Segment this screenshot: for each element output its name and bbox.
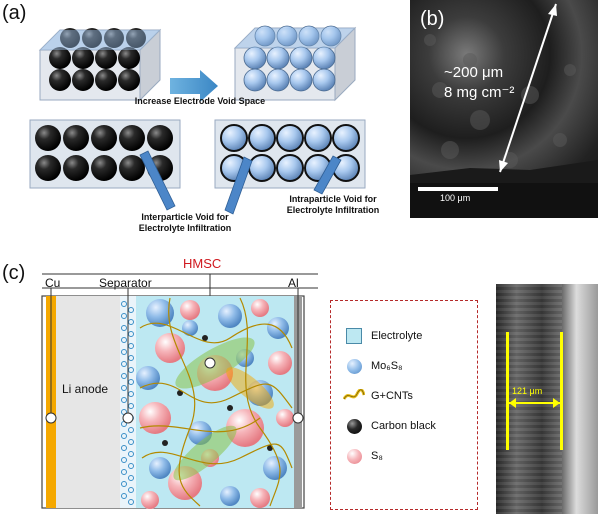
separator-label: Separator xyxy=(99,276,152,290)
dense-electrode-cross-section xyxy=(29,119,181,189)
li-anode-label: Li anode xyxy=(62,382,109,396)
porous-electrode-cross-section xyxy=(214,119,366,189)
legend-box: Electrolyte Mo₆S₈ G+CNTs Carbon black S₈ xyxy=(330,300,478,510)
hmsc-label: HMSC xyxy=(183,256,222,271)
legend-s8: S₈ xyxy=(343,441,477,471)
increase-void-caption: Increase Electrode Void Space xyxy=(134,96,266,106)
al-label: Al xyxy=(288,276,299,290)
scale-bar-label: 100 μm xyxy=(440,193,471,203)
thickness-bar-right xyxy=(560,332,563,450)
legend-mo6s8-label: Mo₆S₈ xyxy=(371,360,403,372)
sem-cross-section-c: 121 μm xyxy=(496,284,598,514)
legend-electrolyte-label: Electrolyte xyxy=(371,330,423,342)
legend-gcnt-label: G+CNTs xyxy=(371,390,413,402)
thickness-annotation: ~200 μm xyxy=(444,64,504,81)
arrow-head-left xyxy=(509,398,516,408)
loading-annotation: 8 mg cm⁻² xyxy=(444,84,515,101)
legend-carbon-black: Carbon black xyxy=(343,411,477,441)
intraparticle-caption: Intraparticle Void for Electrolyte Infil… xyxy=(286,194,380,215)
legend-electrolyte: Electrolyte xyxy=(343,321,477,351)
dense-electrode-box xyxy=(38,28,162,102)
panel-a-schematic xyxy=(29,25,366,215)
thickness-label: 121 μm xyxy=(512,386,543,396)
mo6s8-swatch xyxy=(346,358,362,374)
increase-void-arrow xyxy=(170,70,218,102)
carbon-black-swatch xyxy=(346,418,362,434)
porous-electrode-box xyxy=(233,25,357,102)
legend-mo6s8: Mo₆S₈ xyxy=(343,351,477,381)
thickness-arrow-line xyxy=(509,402,560,404)
arrow-head-right xyxy=(553,398,560,408)
panel-b-label: (b) xyxy=(420,8,445,30)
panel-a-label: (a) xyxy=(2,2,27,24)
legend-carbon-black-label: Carbon black xyxy=(371,420,436,432)
cu-label: Cu xyxy=(45,276,61,290)
li-anode xyxy=(56,296,120,508)
interparticle-caption: Interparticle Void for Electrolyte Infil… xyxy=(138,212,232,233)
thickness-bar-left xyxy=(506,332,509,450)
panel-c-label: (c) xyxy=(2,262,26,284)
sem-image-b: (b) ~200 μm 8 mg cm⁻² 100 μm xyxy=(410,0,598,218)
sem-edge xyxy=(562,284,598,514)
legend-s8-label: S₈ xyxy=(371,450,383,462)
electrolyte-swatch xyxy=(346,328,362,344)
cell-schematic xyxy=(41,273,318,509)
s8-swatch xyxy=(346,448,362,464)
gcnt-swatch xyxy=(343,389,365,400)
legend-gcnt: G+CNTs xyxy=(343,381,477,411)
void-callout-arrows xyxy=(139,150,342,215)
